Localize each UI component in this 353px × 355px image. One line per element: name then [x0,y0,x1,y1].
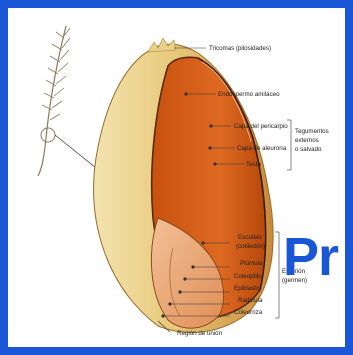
label-tegumentos-1: Tegumentos [295,128,329,135]
tricomas-tip [148,38,176,52]
label-tricomas: Tricomas (pilosidades) [209,45,271,52]
diagram-canvas: Tricomas (pilosidades) Endospermo amilác… [8,8,345,347]
label-region-union: Región de unión [177,330,223,337]
label-epiblasto: Epiblasto [234,285,260,292]
label-escutelo-1: Escutelo [238,234,262,241]
label-radicula: Radícula [238,297,263,304]
label-endospermo: Endospermo amiláceo [218,91,280,98]
label-escutelo-2: (cotiledón) [236,243,265,250]
label-coleorriza: Coleorriza [234,309,263,316]
label-tegumentos-2: externos [295,137,319,144]
label-aleurona: Capa de aleurona [237,145,287,152]
label-testa: Testa [246,161,261,168]
label-plumula: Plúmula [240,260,263,267]
wheat-grain-diagram: Tricomas (pilosidades) Endospermo amilác… [8,8,345,347]
overlay-title-fragment: Pr [283,230,338,284]
label-tegumentos-3: o salvado [295,146,322,153]
label-coleoptilo: Coleoptilo [234,273,262,280]
wheat-ear-icon [38,26,106,176]
label-pericarpio: Capa del pericarpio [234,123,288,130]
